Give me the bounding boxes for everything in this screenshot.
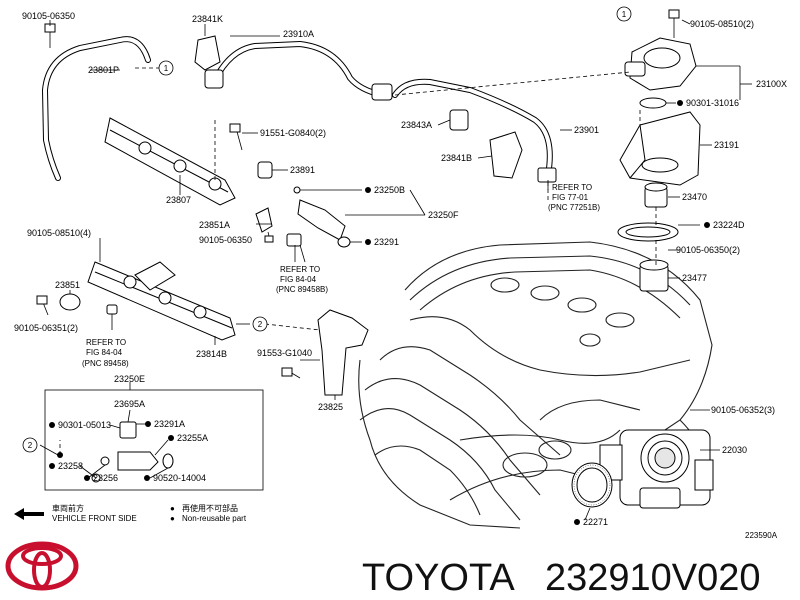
svg-text:1: 1 xyxy=(622,10,627,19)
delivery-pipe-23807 xyxy=(104,117,236,206)
svg-text:REFER TO: REFER TO xyxy=(280,265,320,274)
label-23291: 23291 xyxy=(374,237,399,247)
callout-circle-1a: 1 xyxy=(158,60,174,76)
label-23470: 23470 xyxy=(682,192,707,202)
fuel-pipe-23910a xyxy=(204,40,393,101)
label-23891: 23891 xyxy=(290,165,315,175)
svg-text:(PNC 89458): (PNC 89458) xyxy=(82,359,129,368)
insulator-23477 xyxy=(639,259,669,292)
wire-23801p xyxy=(41,23,151,181)
fuel-hose-23901 xyxy=(392,78,557,183)
label-23851a: 23851A xyxy=(199,220,230,230)
label-90301-31016: 90301-31016 xyxy=(686,98,739,108)
refer-note-3: REFER TO FIG 84-04 (PNC 89458) xyxy=(82,338,129,368)
refer-note-2: REFER TO FIG 84-04 (PNC 89458B) xyxy=(276,265,328,294)
label-90105-06350-top: 90105-06350 xyxy=(22,11,75,21)
legend-front-en: VEHICLE FRONT SIDE xyxy=(52,514,137,523)
brand-text: TOYOTA xyxy=(362,557,515,599)
bracket-23825 xyxy=(281,309,369,396)
part-23891 xyxy=(257,161,273,179)
dashed-lines xyxy=(59,67,657,455)
left-arrow-icon xyxy=(14,508,44,520)
toyota-logo xyxy=(5,541,79,591)
label-23250f: 23250F xyxy=(428,210,459,220)
legend-bullet-1: ● xyxy=(170,504,175,513)
lifter-23470 xyxy=(644,182,668,208)
label-90301-05013: 90301-05013 xyxy=(58,420,111,430)
legend: 車両前方 VEHICLE FRONT SIDE ● 再使用不可部品 ● Non-… xyxy=(14,503,247,523)
label-23851: 23851 xyxy=(55,280,80,290)
engine-block xyxy=(358,241,713,529)
label-23250b: 23250B xyxy=(374,185,405,195)
figure-id: 223590A xyxy=(745,531,778,540)
label-91553-g1040: 91553-G1040 xyxy=(257,348,312,358)
svg-text:FIG 84-04: FIG 84-04 xyxy=(280,275,317,284)
label-23250e: 23250E xyxy=(114,374,145,384)
svg-text:(PNC 89458B): (PNC 89458B) xyxy=(276,285,328,294)
label-22030: 22030 xyxy=(722,445,747,455)
label-90105-08510-2: 90105-08510(2) xyxy=(690,19,754,29)
bracket-23851a xyxy=(255,207,273,233)
leader-lines xyxy=(39,19,752,521)
legend-bullet-2: ● xyxy=(170,514,175,523)
bracket-23851 xyxy=(36,293,118,316)
label-90105-06351-2: 90105-06351(2) xyxy=(14,323,78,333)
label-23256: 23256 xyxy=(93,473,118,483)
svg-text:1: 1 xyxy=(164,64,169,73)
connector-23841k xyxy=(194,35,221,71)
label-23841b: 23841B xyxy=(441,153,472,163)
svg-text:FIG 77-01: FIG 77-01 xyxy=(552,193,589,202)
label-23291a: 23291A xyxy=(154,419,185,429)
label-90520-14004: 90520-14004 xyxy=(153,473,206,483)
label-23910a: 23910A xyxy=(283,29,314,39)
callout-circle-2b: 2 xyxy=(22,437,38,453)
label-23814b: 23814B xyxy=(196,349,227,359)
label-22271: 22271 xyxy=(583,517,608,527)
gasket-22271 xyxy=(571,462,613,508)
injector-23250f xyxy=(286,186,351,248)
oring-23224d xyxy=(617,222,679,242)
svg-text:(PNC 77251B): (PNC 77251B) xyxy=(548,203,600,212)
label-90105-06350-2: 90105-06350(2) xyxy=(676,245,740,255)
label-90105-06350-mid: 90105-06350 xyxy=(199,235,252,245)
label-23843a: 23843A xyxy=(401,120,432,130)
legend-nonreuse-en: Non-reusable part xyxy=(182,514,247,523)
svg-text:2: 2 xyxy=(28,441,33,450)
label-23901: 23901 xyxy=(574,125,599,135)
callout-circle-1b: 1 xyxy=(616,6,632,22)
svg-text:FIG 84-04: FIG 84-04 xyxy=(86,348,123,357)
svg-text:REFER TO: REFER TO xyxy=(552,183,592,192)
label-23841k: 23841K xyxy=(192,14,223,24)
label-23258: 23258 xyxy=(58,461,83,471)
throttle-body xyxy=(599,429,714,509)
svg-text:REFER TO: REFER TO xyxy=(86,338,126,347)
legend-nonreuse-jp: 再使用不可部品 xyxy=(182,503,238,513)
delivery-pipe-23814b xyxy=(87,261,236,341)
label-90105-06352-3: 90105-06352(3) xyxy=(711,405,775,415)
legend-front-jp: 車両前方 xyxy=(52,503,84,513)
clamp-23843a xyxy=(449,109,469,131)
part-labels: 90105-06350 23841K 23910A 90105-08510(2)… xyxy=(14,11,787,527)
label-23807: 23807 xyxy=(166,195,191,205)
svg-text:2: 2 xyxy=(258,320,263,329)
label-23224d: 23224D xyxy=(713,220,745,230)
pump-bracket xyxy=(619,111,701,186)
label-23255a: 23255A xyxy=(177,433,208,443)
label-23100x: 23100X xyxy=(756,79,787,89)
high-pressure-pump xyxy=(624,9,697,109)
part-number-text: 232910V020 xyxy=(545,557,761,599)
label-23801p: 23801P xyxy=(88,65,119,75)
label-90105-08510-4: 90105-08510(4) xyxy=(27,228,91,238)
callout-circle-2a: 2 xyxy=(252,316,268,332)
label-23477: 23477 xyxy=(682,273,707,283)
label-23191: 23191 xyxy=(714,140,739,150)
connector-23841b xyxy=(489,131,523,179)
label-23825: 23825 xyxy=(318,402,343,412)
label-91551-g0840: 91551-G0840(2) xyxy=(260,128,326,138)
refer-note-1: REFER TO FIG 77-01 (PNC 77251B) xyxy=(548,183,600,212)
bolt-91551 xyxy=(229,123,243,151)
label-23695a: 23695A xyxy=(114,399,145,409)
